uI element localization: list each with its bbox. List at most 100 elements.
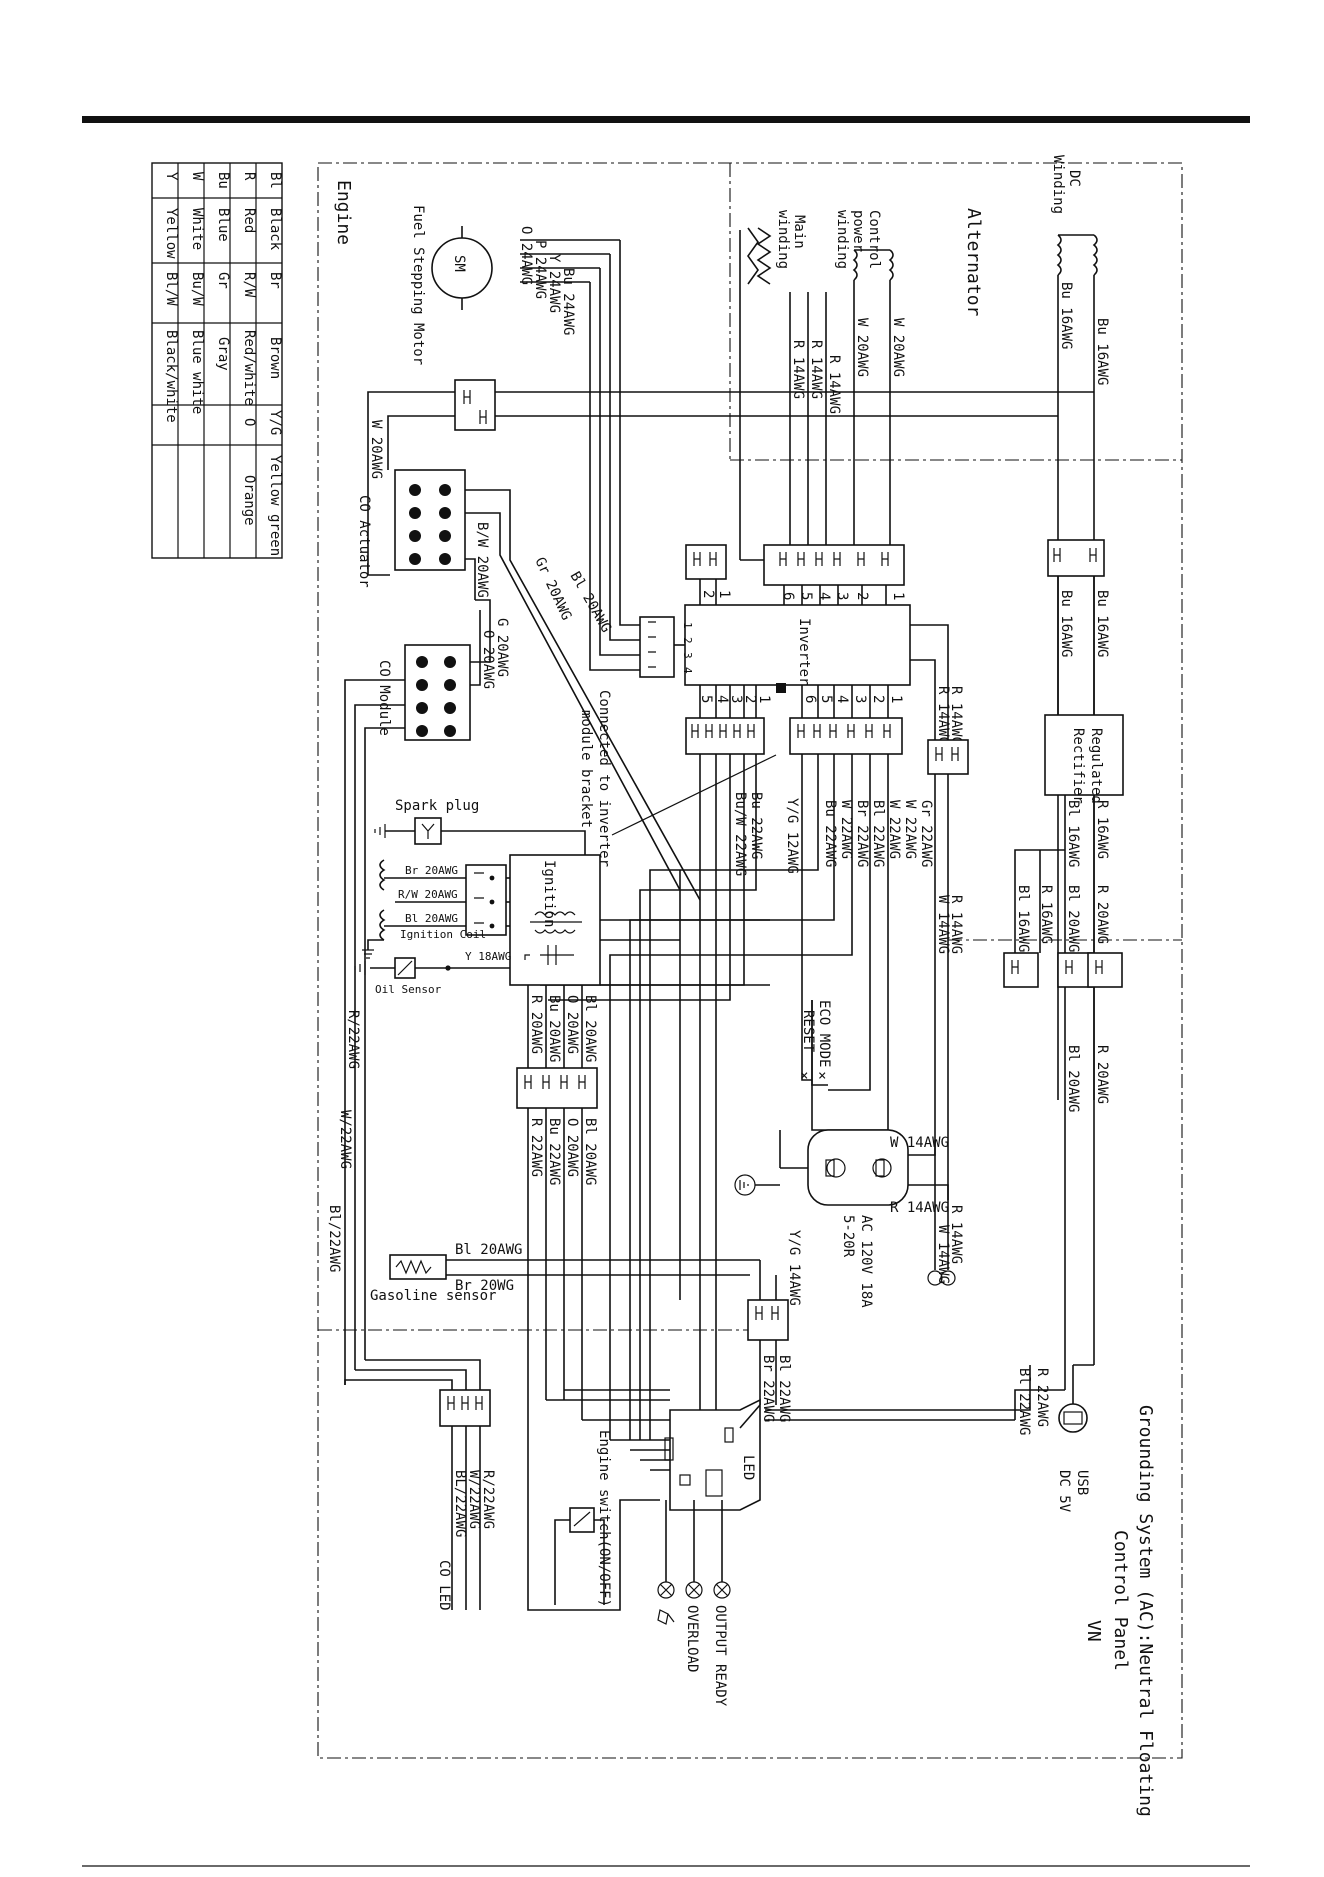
ac-l2: 5-20R	[840, 1215, 856, 1258]
wire-br22-led-label: Br 22AWG	[760, 1355, 776, 1422]
wire-y18-label: Y 18AWG	[465, 950, 511, 963]
wire-w22-c-label: W 22AWG	[838, 800, 854, 859]
wire-bl20-c-label: Bl 20AWG	[1065, 885, 1081, 952]
gasoline-sensor	[389, 1254, 760, 1280]
wire-r14-c-label: R 14AWG	[790, 340, 806, 399]
co-actuator	[394, 469, 701, 901]
inv-top-pin-1: 1	[716, 590, 732, 598]
output-ready-label: OUTPUT READY	[712, 1605, 728, 1707]
wire-p24-label: P 24AWG	[532, 240, 548, 299]
rr-l1: Regulated	[1088, 728, 1104, 804]
inv-b-pin-5: 5	[818, 695, 834, 703]
regulated-rectifier	[1044, 576, 1124, 960]
inv-a-pin-3: 3	[728, 695, 744, 703]
legend-r3-c1: White	[189, 208, 205, 250]
wire-br20-gas-label: Br 20WG	[455, 1278, 514, 1294]
wire-r16-b-label: R 16AWG	[1038, 885, 1054, 944]
co-module-label: CO Module	[376, 660, 392, 736]
wire-w22-b-label: W 22AWG	[886, 800, 902, 859]
alternator-to-inverter-wires	[783, 585, 949, 740]
indicator-overload	[685, 1500, 703, 1599]
led-board	[664, 1398, 761, 1511]
legend-r0-c3: Brown	[267, 337, 283, 379]
cpw-l1: Control	[866, 210, 882, 269]
legend-r2-c1: Blue	[215, 208, 231, 242]
ignition-connector	[465, 864, 510, 936]
legend-r0-c0: Bl	[267, 172, 283, 189]
main-winding-label: Main winding	[775, 210, 807, 269]
reset-label: RESET	[800, 1010, 816, 1053]
wire-br22-label: Br 22AWG	[854, 800, 870, 867]
wire-bl20-gas-label: Bl 20AWG	[455, 1242, 522, 1258]
alt-pin-4: 4	[816, 592, 832, 600]
alternator-connector	[740, 544, 905, 586]
wire-yg12-label: Y/G 12AWG	[784, 798, 800, 874]
legend-r3-c3: Blue white	[189, 330, 205, 414]
regulated-rectifier-label: Regulated Rectifier	[1070, 728, 1104, 812]
wire-w20-co-label: W 20AWG	[368, 420, 384, 479]
ignition-lower-connector	[516, 985, 598, 1590]
engine-long-wires	[600, 870, 770, 1300]
wire-r14-inv1-label: R 14AWG	[948, 686, 964, 745]
wire-bl22-usb-label: Bl 22AWG	[1016, 1368, 1032, 1435]
inverter-bottom-connector-b	[789, 685, 903, 755]
inv-mid-pin-4: 4	[681, 667, 694, 674]
wire-r22-coled-label: R/22AWG	[480, 1470, 496, 1529]
wire-bu22-m2-label: Bu 22AWG	[546, 1118, 562, 1185]
eco-x2: ×	[800, 1068, 808, 1084]
legend-r1-c4: O	[241, 418, 257, 426]
legend-r4-c2: Bl/W	[163, 272, 179, 306]
ignition-coil-label: Ignition Coil	[400, 928, 486, 941]
color-legend-table: Bl Black Br Brown Y/G Yellow green R Red…	[151, 162, 283, 559]
wire-r14-b-label: R 14AWG	[808, 340, 824, 399]
legend-r1-c0: R	[241, 172, 257, 181]
inverter-bottom-connector-a	[685, 685, 765, 755]
eco-x1: ×	[818, 1068, 826, 1084]
cpw-l2: power	[850, 210, 866, 252]
wire-bu16-b-label: Bu 16AWG	[1058, 282, 1074, 349]
co-actuator-label: CO Actuator	[356, 495, 372, 588]
wire-bu16-a-label: Bu 16AWG	[1094, 318, 1110, 385]
eco-mode-label: ECO MODE	[816, 1000, 832, 1067]
engine-switch	[554, 1507, 605, 1605]
inv-top-pin-2: 2	[700, 590, 716, 598]
legend-r1-c2: R/W	[241, 272, 257, 298]
inv-mid-pin-2: 2	[681, 637, 694, 644]
wire-o24-label: O 24AWG	[518, 226, 534, 285]
legend-r2-c2: Gr	[215, 272, 231, 289]
wire-o20-m-label: O 20AWG	[564, 995, 580, 1054]
fuel-stepping-motor-label: Fuel Stepping Motor	[410, 205, 426, 365]
dc-winding-connector	[1047, 539, 1105, 577]
wire-bl22-label: Bl 22AWG	[870, 800, 886, 867]
section-control-panel-label: Control Panel	[1110, 1530, 1131, 1671]
wire-bw20-label: B/W 20AWG	[474, 522, 490, 598]
wire-r20-r-label: R 20AWG	[1094, 1045, 1110, 1104]
dc-winding-l1: DC	[1066, 170, 1082, 187]
legend-r3-c2: Bu/W	[189, 272, 205, 306]
inv-a-pin-1: 1	[756, 695, 772, 703]
wire-o20-m2-label: O 20AWG	[564, 1118, 580, 1177]
wire-bu22-b-label: Bu 22AWG	[748, 792, 764, 859]
inverter-bracket-leader	[611, 754, 777, 836]
co-led-connector	[344, 1359, 491, 1610]
inverter-mid-connector	[639, 616, 685, 678]
legend-r3-c0: W	[189, 172, 205, 181]
ground-symbol-ac	[734, 1174, 780, 1196]
wire-r14-term-label: R 14AWG	[948, 1205, 964, 1264]
wire-r14-a-label: R 14AWG	[826, 355, 842, 414]
ac-l1: AC 120V 18A	[858, 1215, 874, 1308]
overload-label: OVERLOAD	[684, 1605, 700, 1672]
wire-r16-rect-label: R 16AWG	[1094, 800, 1110, 859]
led-label: LED	[740, 1455, 756, 1480]
wire-bl20-ign-label: Bl 20AWG	[405, 912, 458, 925]
wire-yg14-label: Y/G 14AWG	[786, 1230, 802, 1306]
wire-w22-co-label: W/22AWG	[337, 1110, 353, 1169]
wire-bu22-a-label: Bu 22AWG	[822, 800, 838, 867]
wire-bl16-b-label: Bl 16AWG	[1015, 885, 1031, 952]
wire-bl20-m-label: Bl 20AWG	[582, 995, 598, 1062]
wire-w14-out-label: W 14AWG	[935, 895, 951, 954]
wire-bl22-coled-label: BL/22AWG	[452, 1470, 468, 1537]
wire-r22-m2-label: R 22AWG	[528, 1118, 544, 1177]
wire-bl20-m2-label: Bl 20AWG	[582, 1118, 598, 1185]
wire-w22-a-label: W 22AWG	[902, 800, 918, 859]
